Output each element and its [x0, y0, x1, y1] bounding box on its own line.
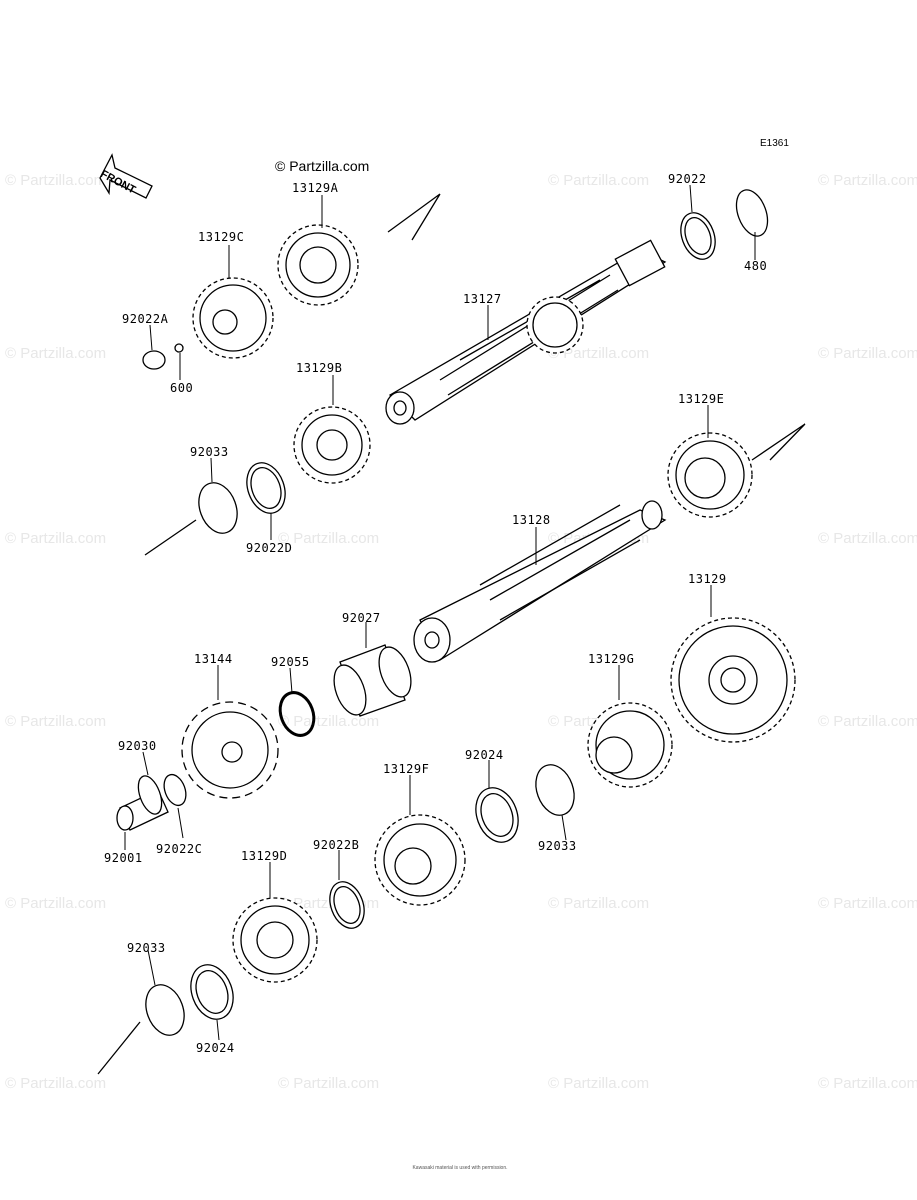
watermark-text: © Partzilla.com: [278, 530, 380, 547]
shaft-13128: [413, 500, 667, 663]
part-label[interactable]: 13129E: [678, 392, 725, 406]
part-label[interactable]: 600: [170, 381, 194, 395]
washer-92022: [680, 212, 716, 260]
circlip-92033-mid: [535, 764, 575, 816]
washer-92022B: [329, 881, 365, 929]
ball-600: [174, 343, 184, 353]
shaft-13127: [385, 239, 667, 425]
part-label[interactable]: 13129D: [241, 849, 288, 863]
part-label[interactable]: 92022: [668, 172, 707, 186]
part-label[interactable]: 13129C: [198, 230, 245, 244]
washer-92030: [137, 775, 163, 815]
part-label[interactable]: 13129A: [292, 181, 339, 195]
gear-13129E: [667, 432, 753, 518]
part-label[interactable]: 92001: [104, 851, 143, 865]
part-label[interactable]: 13144: [194, 652, 233, 666]
part-label[interactable]: 92033: [127, 941, 166, 955]
circlip-92033-upper: [198, 482, 238, 534]
watermark-text: © Partzilla.com: [5, 895, 107, 912]
gear-13129G: [587, 702, 673, 788]
part-label[interactable]: 92030: [118, 739, 157, 753]
watermark-text: © Partzilla.com: [548, 895, 650, 912]
washer-92022A: [142, 350, 166, 370]
front-arrow-icon: [99, 153, 153, 199]
part-label[interactable]: 13127: [463, 292, 502, 306]
watermark-text: © Partzilla.com: [5, 713, 107, 730]
direction-line: [751, 423, 806, 461]
gear-13129C: [192, 277, 274, 359]
part-label[interactable]: 480: [744, 259, 768, 273]
part-label[interactable]: 92024: [196, 1041, 235, 1055]
direction-line: [144, 519, 197, 556]
part-label[interactable]: 13129: [688, 572, 727, 586]
gear-13127-integrated: [526, 296, 584, 354]
washer-92022C: [163, 773, 187, 807]
part-label[interactable]: 13128: [512, 513, 551, 527]
watermark-text: © Partzilla.com: [548, 172, 650, 189]
watermark-text: © Partzilla.com: [818, 713, 917, 730]
watermark-text: © Partzilla.com: [5, 1075, 107, 1092]
direction-line: [387, 193, 441, 241]
watermark-text: © Partzilla.com: [548, 1075, 650, 1092]
washer-92022D: [246, 462, 286, 514]
watermark-text: © Partzilla.com: [818, 345, 917, 362]
circlip-480: [735, 189, 769, 237]
gear-13129D: [232, 897, 318, 983]
copyright-notice: Kawasaki material is used with permissio…: [412, 1165, 508, 1171]
direction-line: [97, 1021, 141, 1075]
gear-13129F: [374, 814, 466, 906]
part-label[interactable]: 92027: [342, 611, 381, 625]
part-label[interactable]: 13129G: [588, 652, 635, 666]
circlip-92033-lower: [145, 984, 185, 1036]
watermark-text: © Partzilla.com: [5, 345, 107, 362]
part-label[interactable]: 92033: [190, 445, 229, 459]
part-label[interactable]: 13129B: [296, 361, 343, 375]
collar-92027: [333, 644, 412, 717]
gear-13129A: [277, 224, 359, 306]
part-label[interactable]: 92024: [465, 748, 504, 762]
part-label[interactable]: 92022B: [313, 838, 360, 852]
watermark-text: © Partzilla.com: [278, 1075, 380, 1092]
watermark-text: © Partzilla.com: [818, 895, 917, 912]
part-label[interactable]: 92033: [538, 839, 577, 853]
watermark-text: © Partzilla.com: [5, 172, 107, 189]
sprocket-13144: [181, 701, 279, 799]
part-label[interactable]: 92055: [271, 655, 310, 669]
watermark-text: © Partzilla.com: [818, 530, 917, 547]
watermark-text: © Partzilla.com: [818, 172, 917, 189]
washer-92024-mid: [475, 787, 519, 843]
watermark-text: © Partzilla.com: [278, 713, 380, 730]
part-label[interactable]: 92022A: [122, 312, 169, 326]
watermark-text: © Partzilla.com: [818, 1075, 917, 1092]
gear-13129: [670, 617, 796, 743]
watermark-text: © Partzilla.com: [548, 345, 650, 362]
brand-label: © Partzilla.com: [275, 158, 370, 174]
gear-13129B: [293, 406, 371, 484]
o-ring-92055: [278, 691, 316, 737]
washer-92024-lower: [190, 964, 234, 1020]
part-label[interactable]: 92022D: [246, 541, 293, 555]
part-label[interactable]: 13129F: [383, 762, 430, 776]
watermark-text: © Partzilla.com: [5, 530, 107, 547]
part-label[interactable]: 92022C: [156, 842, 203, 856]
diagram-code: E1361: [760, 138, 789, 149]
